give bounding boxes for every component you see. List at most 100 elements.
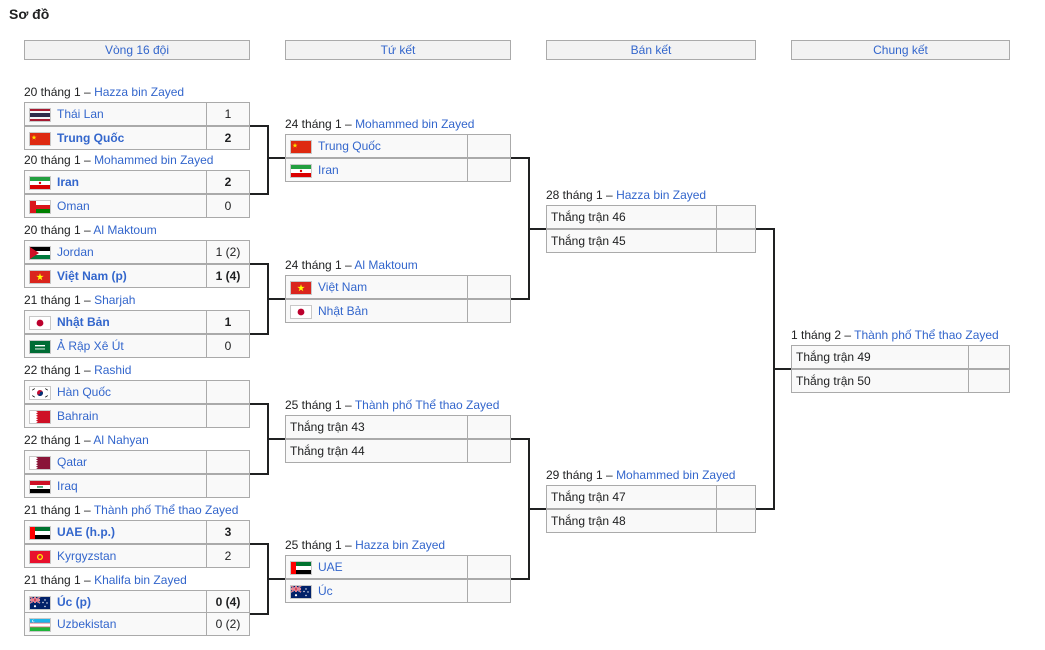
team-link[interactable]: Iran (57, 175, 80, 189)
venue-link[interactable]: Thành phố Thể thao Zayed (854, 328, 999, 342)
kg-flag-icon[interactable] (29, 549, 51, 564)
match-info: 22 tháng 1 – Rashid (24, 362, 131, 378)
score-cell: 0 (206, 334, 250, 358)
jo-flag-icon[interactable] (29, 245, 51, 260)
venue-link[interactable]: Sharjah (94, 293, 136, 307)
venue-link[interactable]: Khalifa bin Zayed (94, 573, 187, 587)
team-link[interactable]: Jordan (57, 245, 94, 259)
team-link[interactable]: Việt Nam (318, 280, 368, 294)
om-flag-icon[interactable] (29, 199, 51, 214)
ae-flag-icon[interactable] (290, 560, 312, 575)
venue-link[interactable]: Hazza bin Zayed (355, 538, 446, 552)
score-cell (968, 369, 1010, 393)
team-row: Iran 2 (24, 170, 250, 194)
team-link[interactable]: Iran (318, 163, 339, 177)
venue-link[interactable]: Al Maktoum (354, 258, 418, 272)
team-row: Việt Nam (285, 275, 511, 299)
team-link[interactable]: UAE (318, 560, 343, 574)
team-link[interactable]: Iraq (57, 479, 78, 493)
venue-link[interactable]: Thành phố Thể thao Zayed (354, 398, 500, 412)
match-date: 25 tháng 1 – (285, 398, 355, 412)
winner-placeholder: Thắng trận 50 (796, 374, 871, 388)
match-date: 20 tháng 1 – (24, 85, 95, 99)
team-cell: Úc (285, 579, 468, 603)
th-flag-icon[interactable] (29, 107, 51, 122)
winner-placeholder: Thắng trận 49 (796, 350, 871, 364)
team-link[interactable]: Hàn Quốc (57, 385, 112, 399)
venue-link[interactable]: Al Nahyan (93, 433, 149, 447)
vn-flag-icon[interactable] (290, 280, 312, 295)
team-cell: Thắng trận 44 (285, 439, 468, 463)
team-row: Thái Lan 1 (24, 102, 250, 126)
venue-link[interactable]: Thành phố Thể thao Zayed (93, 503, 239, 517)
sa-flag-icon[interactable] (29, 339, 51, 354)
vn-flag-icon[interactable] (29, 269, 51, 284)
match-info: 29 tháng 1 – Mohammed bin Zayed (546, 467, 735, 483)
jp-flag-icon[interactable] (29, 315, 51, 330)
team-link[interactable]: Úc (p) (57, 595, 91, 609)
team-link[interactable]: Thái Lan (57, 107, 104, 121)
ir-flag-icon[interactable] (29, 175, 51, 190)
match-date: 22 tháng 1 – (24, 363, 95, 377)
round-header-4[interactable]: Chung kết (791, 40, 1010, 60)
team-link[interactable]: Bahrain (57, 409, 99, 423)
bracket-connector (250, 543, 268, 545)
bracket-connector (250, 263, 268, 265)
venue-link[interactable]: Hazza bin Zayed (616, 188, 707, 202)
ae-flag-icon[interactable] (29, 525, 51, 540)
team-link[interactable]: Oman (57, 199, 90, 213)
team-link[interactable]: UAE (h.p.) (57, 525, 115, 539)
match-date: 22 tháng 1 – (24, 433, 94, 447)
ir-flag-icon[interactable] (290, 163, 312, 178)
score-cell: 2 (206, 170, 250, 194)
venue-link[interactable]: Rashid (94, 363, 132, 377)
team-link[interactable]: Kyrgyzstan (57, 549, 117, 563)
team-link[interactable]: Trung Quốc (318, 139, 381, 153)
team-link[interactable]: Uzbekistan (57, 617, 117, 631)
venue-link[interactable]: Hazza bin Zayed (94, 85, 185, 99)
bracket-connector (511, 157, 529, 159)
score-cell (467, 275, 511, 299)
score-cell (206, 474, 250, 498)
kr-flag-icon[interactable] (29, 385, 51, 400)
team-cell: Thắng trận 49 (791, 345, 969, 369)
round-header-1[interactable]: Vòng 16 đội (24, 40, 250, 60)
team-link[interactable]: Trung Quốc (57, 131, 125, 145)
qa-flag-icon[interactable] (29, 455, 51, 470)
round-header-3[interactable]: Bán kết (546, 40, 756, 60)
match-info: 21 tháng 1 – Thành phố Thể thao Zayed (24, 502, 238, 518)
score-cell (206, 380, 250, 404)
venue-link[interactable]: Mohammed bin Zayed (616, 468, 736, 482)
bh-flag-icon[interactable] (29, 409, 51, 424)
bracket-connector (250, 403, 268, 405)
round-header-2[interactable]: Tứ kết (285, 40, 511, 60)
au-flag-icon[interactable] (290, 584, 312, 599)
team-link[interactable]: Ả Rập Xê Út (57, 339, 124, 353)
venue-link[interactable]: Al Maktoum (93, 223, 157, 237)
venue-link[interactable]: Mohammed bin Zayed (355, 117, 475, 131)
team-link[interactable]: Úc (318, 584, 333, 598)
bracket-connector (250, 473, 268, 475)
jp-flag-icon[interactable] (290, 304, 312, 319)
match-info: 28 tháng 1 – Hazza bin Zayed (546, 187, 706, 203)
uz-flag-icon[interactable] (29, 617, 51, 632)
bracket-connector (511, 578, 529, 580)
cn-flag-icon[interactable] (290, 139, 312, 154)
team-cell: Jordan (24, 240, 207, 264)
match-date: 21 tháng 1 – (24, 503, 94, 517)
venue-link[interactable]: Mohammed bin Zayed (94, 153, 214, 167)
team-link[interactable]: Qatar (57, 455, 88, 469)
iq-flag-icon[interactable] (29, 479, 51, 494)
score-cell: 1 (206, 102, 250, 126)
team-row: Thắng trận 45 (546, 229, 756, 253)
team-link[interactable]: Việt Nam (p) (57, 269, 127, 283)
team-cell: Iraq (24, 474, 207, 498)
au-flag-icon[interactable] (29, 595, 51, 610)
team-cell: Thắng trận 43 (285, 415, 468, 439)
team-link[interactable]: Nhật Bản (318, 304, 369, 318)
team-link[interactable]: Nhật Bản (57, 315, 110, 329)
cn-flag-icon[interactable] (29, 131, 51, 146)
match-date: 29 tháng 1 – (546, 468, 617, 482)
team-row: Hàn Quốc (24, 380, 250, 404)
